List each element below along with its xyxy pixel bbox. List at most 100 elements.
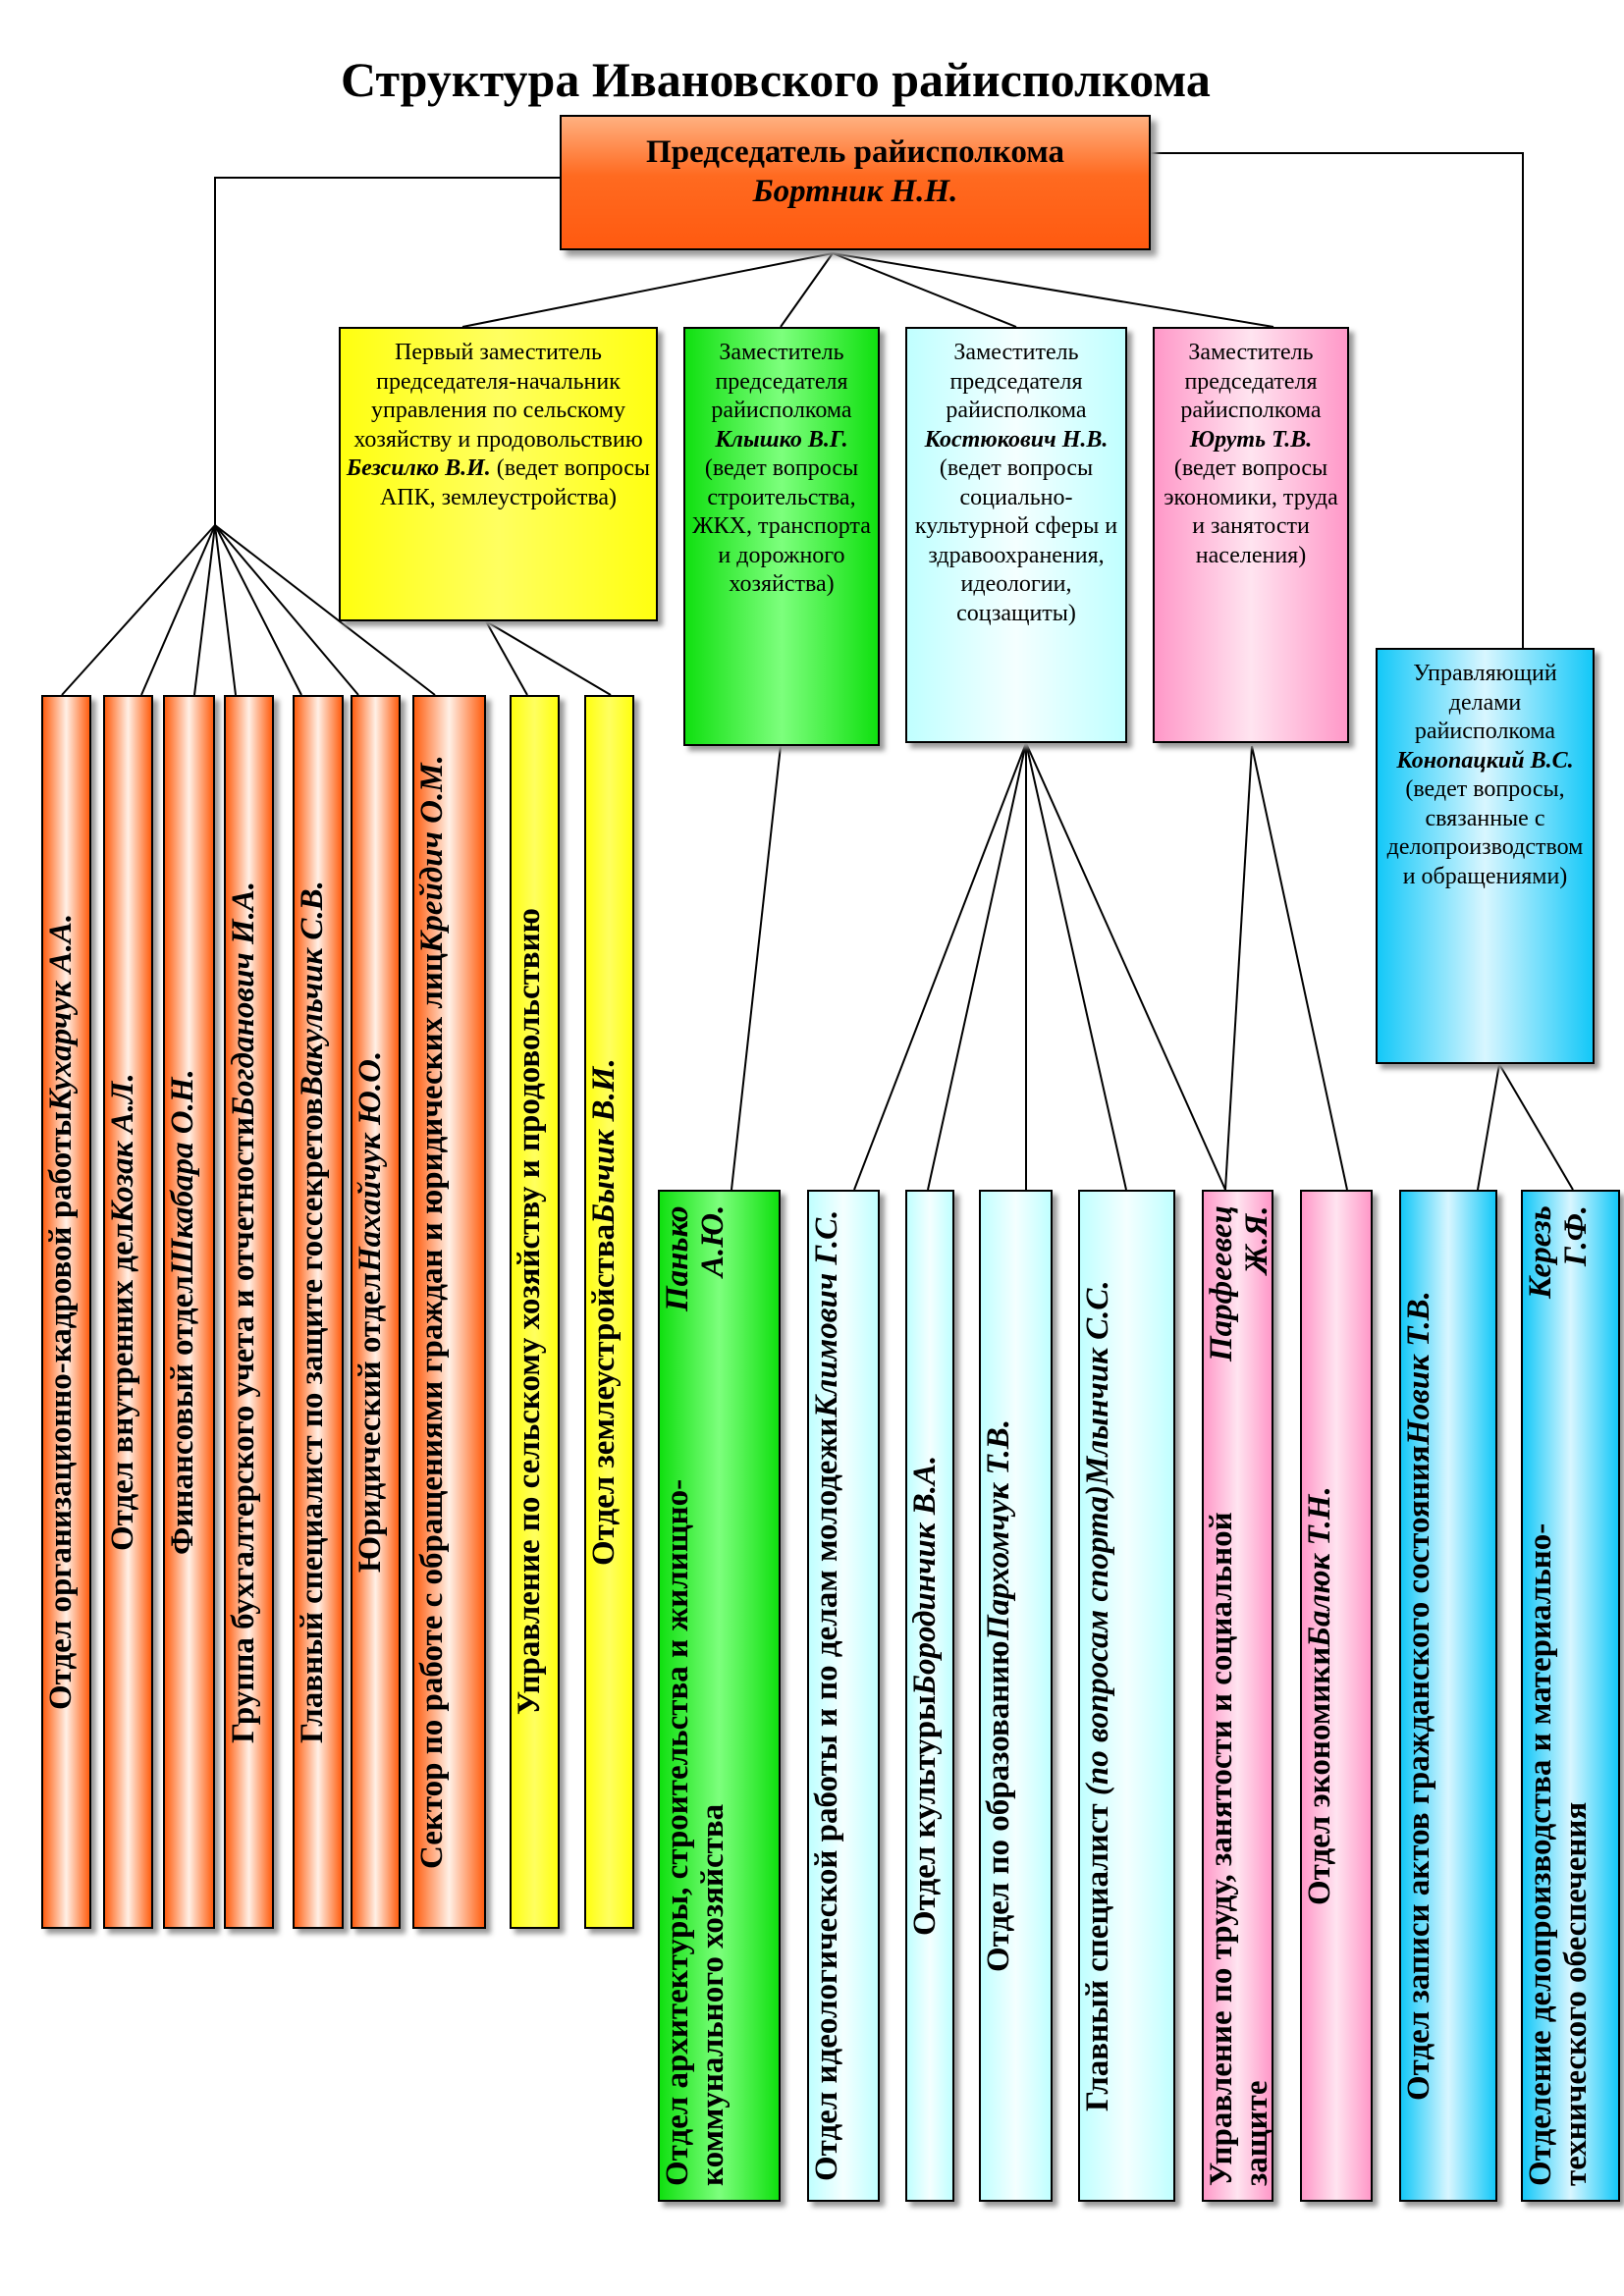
department-label: Отдел записи актов гражданского состояни… <box>1401 1445 1495 2101</box>
department-box: Управление по сельскому хозяйству и прод… <box>510 695 560 1929</box>
department-label: Отдел землеустройства <box>586 1224 632 1566</box>
department-head: Бычик В.И. <box>586 1058 622 1224</box>
deputy-box: Первый заместитель председателя-начальни… <box>339 327 658 621</box>
department-head: Бородинчик В.А. <box>907 1455 943 1696</box>
department-head: Нахайчук Ю.О. <box>352 1051 388 1273</box>
department-name: Управление по сельскому хозяйству и прод… <box>512 908 547 1716</box>
department-text: Управление по сельскому хозяйству и прод… <box>512 697 558 1927</box>
department-text: Отделение делопроизводства и материально… <box>1523 1192 1618 2200</box>
department-label: Управление по труду, занятости и социаль… <box>1204 1429 1272 2186</box>
deputy-responsibilities: (ведет вопросы строительства, ЖКХ, транс… <box>692 455 871 597</box>
department-box: Отделение делопроизводства и материально… <box>1521 1190 1620 2202</box>
page-title: Структура Ивановского райисполкома <box>341 52 1211 107</box>
department-box: Группа бухгалтерского учета и отчетности… <box>224 695 274 1929</box>
deputy-position: Управляющий делами райисполкома <box>1413 661 1557 744</box>
department-name: Группа бухгалтерского учета и отчетности <box>226 1116 261 1743</box>
deputy-name: Безсилко В.И. <box>346 455 491 481</box>
department-text: Отдел идеологической работы и по делам м… <box>809 1192 878 2200</box>
department-name: Отдел экономики <box>1302 1646 1337 1906</box>
department-head: Панько А.Ю. <box>660 1205 731 1311</box>
department-name: Юридический отдел <box>352 1272 388 1573</box>
deputy-box: Заместитель председателя райисполкома Ко… <box>905 327 1127 743</box>
department-note: (по вопросам спорта) <box>1080 1484 1115 1795</box>
department-name: Сектор по работе с обращениями граждан и… <box>414 952 450 1869</box>
department-label: Отдел по образованию <box>981 1640 1051 1971</box>
department-box: Отдел идеологической работы и по делам м… <box>807 1190 880 2202</box>
deputy-position: Заместитель председателя райисполкома <box>1180 340 1322 423</box>
department-label: Управление по сельскому хозяйству и прод… <box>512 909 558 1716</box>
department-box: Главный специалист по защите госсекретов… <box>293 695 344 1929</box>
department-head: Шкабара О.Н. <box>165 1069 200 1276</box>
deputy-name: Юруть Т.В. <box>1189 426 1313 453</box>
department-name: Главный специалист по защите госсекретов <box>295 1097 330 1743</box>
department-text: Управление по труду, занятости и социаль… <box>1204 1192 1272 2200</box>
department-name: Отделение делопроизводства и материально… <box>1523 1522 1594 2186</box>
department-text: Группа бухгалтерского учета и отчетности… <box>226 697 272 1927</box>
department-label: Отделение делопроизводства и материально… <box>1523 1337 1618 2186</box>
deputy-responsibilities: (ведет вопросы социально-культурной сфер… <box>914 455 1118 626</box>
department-label: Юридический отдел <box>352 1272 399 1573</box>
department-name: Отдел записи актов гражданского состояни… <box>1401 1445 1436 2101</box>
department-box: Отдел архитектуры, строительства и жилищ… <box>658 1190 781 2202</box>
department-head: Козак А.Л. <box>105 1073 140 1223</box>
department-label: Сектор по работе с обращениями граждан и… <box>414 953 484 1869</box>
deputy-name: Конопацкий В.С. <box>1396 747 1574 774</box>
deputy-name: Клышко В.Г. <box>715 426 848 453</box>
deputy-name: Костюкович Н.В. <box>924 426 1109 453</box>
deputy-box: Заместитель председателя райисполкома Кл… <box>683 327 880 746</box>
department-name: Финансовый отдел <box>165 1275 200 1555</box>
department-label: Отдел экономики <box>1302 1647 1371 1905</box>
department-head: Богданович И.А. <box>226 881 261 1117</box>
department-name: Отдел организационно-кадровой работы <box>43 1111 79 1711</box>
deputy-responsibilities: (ведет вопросы, связанные с делопроизвод… <box>1386 776 1584 889</box>
department-head: Балюк Т.Н. <box>1302 1486 1337 1647</box>
chairman-role: Председатель райисполкома <box>646 134 1064 170</box>
department-head: Новик Т.В. <box>1401 1291 1436 1446</box>
department-name: Отдел по образованию <box>981 1640 1016 1972</box>
department-name: Главный специалист <box>1080 1803 1115 2111</box>
department-text: Сектор по работе с обращениями граждан и… <box>414 697 484 1927</box>
department-box: Главный специалист (по вопросам спорта)М… <box>1078 1190 1175 2202</box>
department-name: Управление по труду, занятости и социаль… <box>1204 1512 1273 2186</box>
deputy-position: Заместитель председателя райисполкома <box>946 340 1087 423</box>
department-text: Отдел архитектуры, строительства и жилищ… <box>660 1192 779 2200</box>
department-label: Отдел архитектуры, строительства и жилищ… <box>660 1349 779 2186</box>
department-label: Отдел культуры <box>907 1695 952 1936</box>
department-text: Главный специалист (по вопросам спорта)М… <box>1080 1192 1173 2200</box>
department-head: Млынчик С.С. <box>1080 1280 1115 1485</box>
department-head: Вакульчик С.В. <box>295 881 330 1098</box>
department-head: Кухарчук А.А. <box>43 913 79 1112</box>
department-label: Главный специалист (по вопросам спорта) <box>1080 1485 1173 2111</box>
department-name: Отдел культуры <box>907 1695 943 1937</box>
department-label: Главный специалист по защите госсекретов <box>295 1097 342 1743</box>
deputy-position: Заместитель председателя райисполкома <box>711 340 852 423</box>
deputy-box: Заместитель председателя райисполкома Юр… <box>1153 327 1349 743</box>
chairman-name: Бортник Н.Н. <box>752 174 958 209</box>
department-name: Отдел внутренних дел <box>105 1222 140 1551</box>
department-head: Пархомчук Т.В. <box>981 1419 1016 1641</box>
deputy-position: Первый заместитель председателя-начальни… <box>353 340 643 453</box>
department-head: Керезь Г.Ф. <box>1523 1205 1594 1299</box>
department-head: Крейдич О.М. <box>414 755 450 953</box>
department-name: Отдел землеустройства <box>586 1223 622 1566</box>
department-name: Отдел архитектуры, строительства и жилищ… <box>660 1478 731 2186</box>
department-head: Парфеевец Ж.Я. <box>1204 1205 1273 1362</box>
department-text: Отдел записи актов гражданского состояни… <box>1401 1192 1495 2200</box>
deputy-responsibilities: (ведет вопросы АПК, землеустройства) <box>379 455 651 510</box>
department-head: Климович Г.С. <box>809 1210 844 1418</box>
